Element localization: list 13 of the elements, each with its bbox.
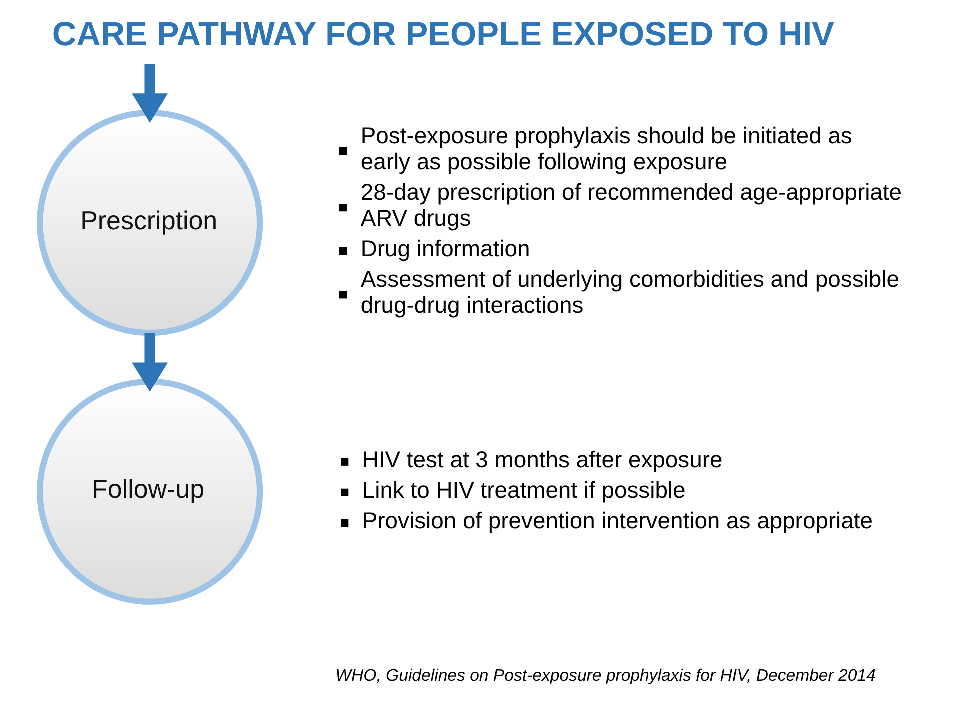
node-label: Provision of prevention intervention as appropriate: [362, 508, 873, 534]
node-label: Assessment of underlying comorbidities and possible drug-drug interactions: [360, 266, 900, 318]
node-label: HIV test at 3 months after exposure: [362, 446, 723, 472]
label: WHO, Guidelines on Post-exposure prophylaxis for HIV, December 2014: [336, 666, 876, 685]
node-label: Link to HIV treatment if possible: [362, 477, 686, 504]
node-label: 28-day prescription of recommended age-appropriate ARV drugs: [360, 179, 902, 232]
node-label: Post-exposure prophylaxis should be initiated as early as possible following exposure: [360, 122, 852, 175]
node-label: Drug information: [360, 236, 530, 262]
diagram-title: CARE PATHWAY FOR PEOPLE EXPOSED TO HIV: [52, 16, 834, 54]
node-circle: Prescription: [37, 110, 264, 336]
arrow: [132, 64, 168, 123]
arrow: [132, 333, 168, 392]
node-circle: Follow-up: [37, 378, 264, 605]
